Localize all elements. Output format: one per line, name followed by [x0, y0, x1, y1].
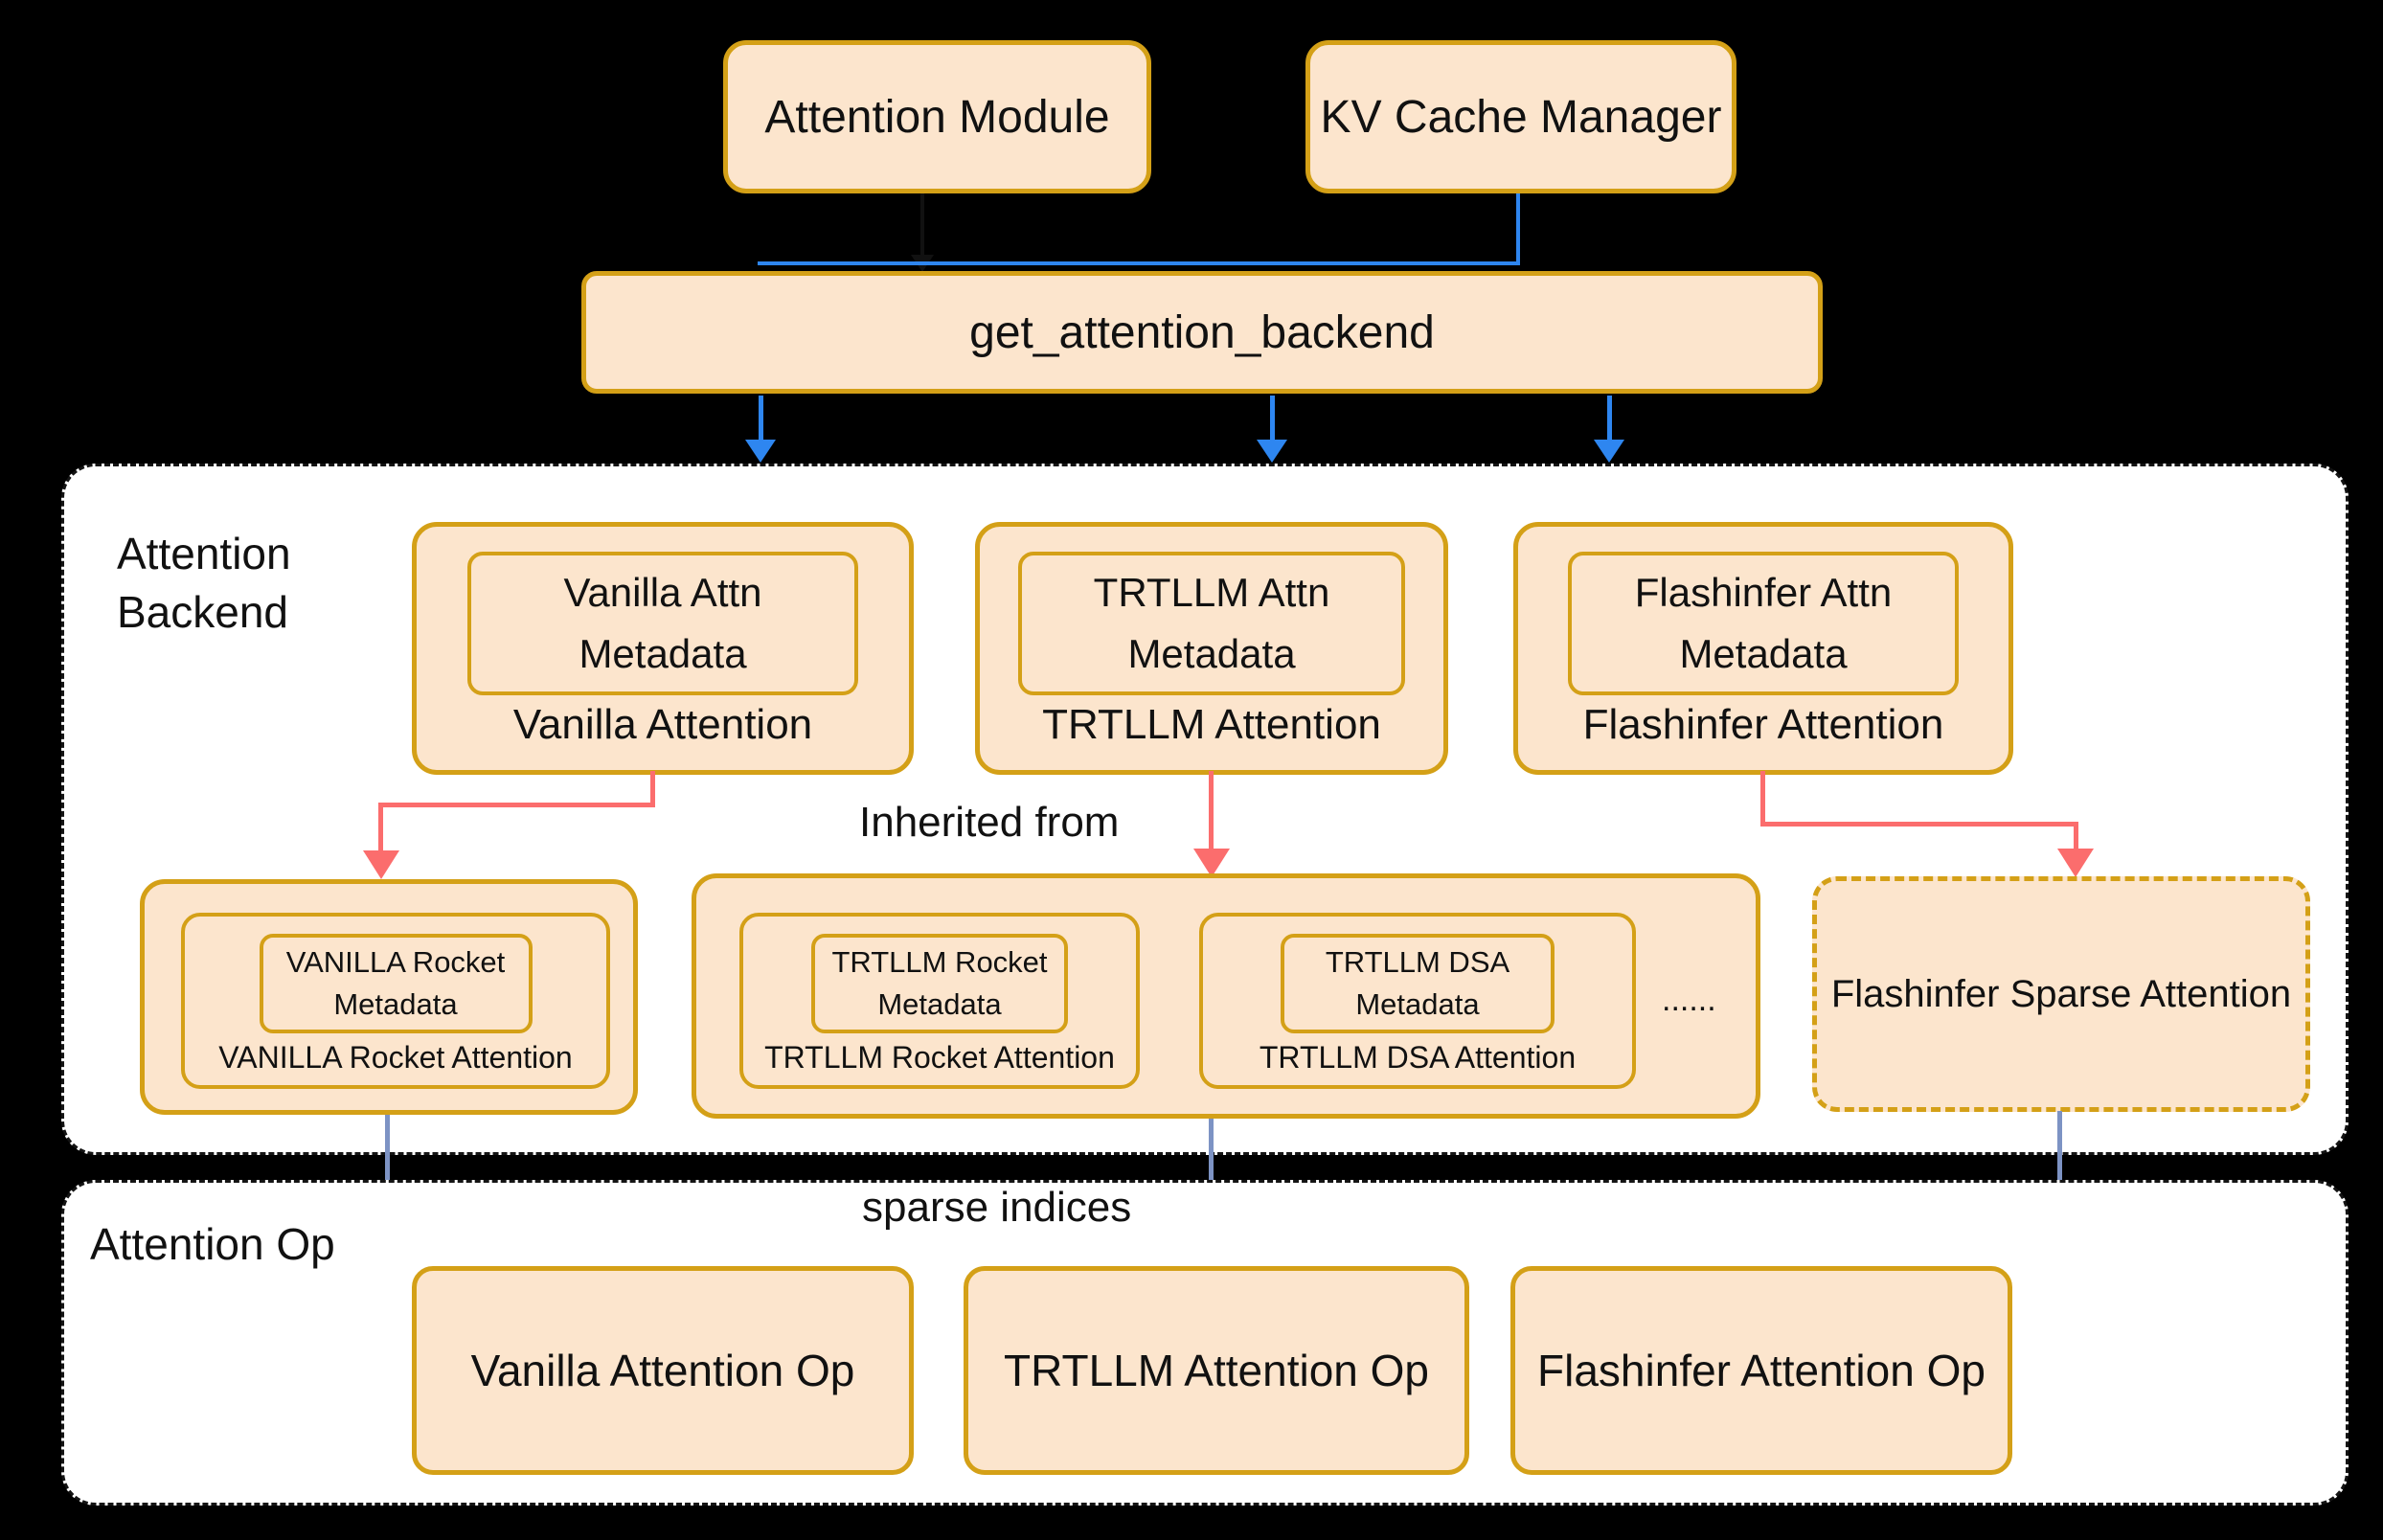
flashinfer-sparse-attention-box: Flashinfer Sparse Attention	[1812, 876, 2310, 1112]
trtllm-rocket-metadata-box: TRTLLM Rocket Metadata	[811, 934, 1068, 1033]
inherit-trtllm-stem	[1209, 771, 1214, 852]
trtllm-attention-box: TRTLLM Attn Metadata TRTLLM Attention	[975, 522, 1448, 775]
kv-cache-connector-elbow	[758, 261, 1520, 265]
arrow-to-trtllm-backend-stem	[1270, 396, 1275, 442]
trtllm-dsa-attention-label: TRTLLM DSA Attention	[1259, 1040, 1577, 1075]
inherit-vanilla-stem1	[650, 771, 655, 807]
vanilla-attn-metadata-line2: Metadata	[579, 630, 747, 676]
trtllm-attention-label: TRTLLM Attention	[1042, 701, 1381, 748]
trtllm-dsa-metadata-box: TRTLLM DSA Metadata	[1281, 934, 1555, 1033]
inherit-flashinfer-stem1	[1760, 771, 1765, 827]
attention-module-box: Attention Module	[723, 40, 1151, 193]
kv-cache-connector-stem	[1516, 193, 1520, 265]
vanilla-attn-metadata-line1: Vanilla Attn	[563, 570, 762, 616]
sparse-indices-label: sparse indices	[862, 1184, 1132, 1231]
attention-backend-title-line1: Attention	[117, 529, 291, 578]
flashinfer-attention-op-box: Flashinfer Attention Op	[1510, 1266, 2012, 1475]
vanilla-attention-box: Vanilla Attn Metadata Vanilla Attention	[412, 522, 914, 775]
arrow-to-vanilla-backend-stem	[759, 396, 763, 442]
kv-cache-manager-box: KV Cache Manager	[1305, 40, 1736, 193]
inherit-flashinfer-arrowhead-icon	[2057, 849, 2094, 877]
trtllm-dsa-metadata-line2: Metadata	[1355, 987, 1480, 1021]
vanilla-attention-op-label: Vanilla Attention Op	[470, 1346, 855, 1395]
attention-backend-title: Attention Backend	[117, 525, 291, 641]
flashinfer-attention-op-label: Flashinfer Attention Op	[1537, 1346, 1986, 1395]
attention-backend-title-line2: Backend	[117, 586, 289, 637]
trtllm-attention-op-label: TRTLLM Attention Op	[1003, 1346, 1430, 1395]
vanilla-rocket-metadata-box: VANILLA Rocket Metadata	[259, 934, 533, 1033]
inherit-flashinfer-stem2	[2074, 822, 2078, 852]
inherit-flashinfer-elbow	[1760, 822, 2078, 827]
get-attention-backend-box: get_attention_backend	[581, 271, 1823, 394]
trtllm-attn-metadata-line1: TRTLLM Attn	[1093, 570, 1330, 616]
inherited-from-label: Inherited from	[859, 799, 1120, 846]
arrow-to-trtllm-backend-head-icon	[1257, 440, 1287, 463]
attention-op-title: Attention Op	[90, 1219, 335, 1269]
vanilla-attn-metadata-box: Vanilla Attn Metadata	[467, 552, 858, 695]
attention-module-label: Attention Module	[764, 91, 1110, 143]
get-attention-backend-label: get_attention_backend	[969, 306, 1435, 358]
trtllm-rocket-attention-label: TRTLLM Rocket Attention	[764, 1040, 1115, 1075]
vanilla-attention-label: Vanilla Attention	[512, 701, 813, 748]
trtllm-dsa-metadata-line1: TRTLLM DSA	[1325, 945, 1510, 979]
trtllm-rocket-attention-box: TRTLLM Rocket Metadata TRTLLM Rocket Att…	[739, 913, 1140, 1089]
vanilla-rocket-group-box: VANILLA Rocket Metadata VANILLA Rocket A…	[140, 879, 638, 1115]
op-flashinfer-stem1	[2057, 1111, 2062, 1190]
flashinfer-attention-box: Flashinfer Attn Metadata Flashinfer Atte…	[1513, 522, 2013, 775]
kv-cache-manager-label: KV Cache Manager	[1320, 91, 1722, 143]
vanilla-rocket-attention-label: VANILLA Rocket Attention	[218, 1040, 573, 1075]
flashinfer-attention-label: Flashinfer Attention	[1582, 701, 1944, 748]
trtllm-derived-group-box: TRTLLM Rocket Metadata TRTLLM Rocket Att…	[692, 873, 1760, 1119]
vanilla-rocket-metadata-line2: Metadata	[333, 987, 458, 1021]
trtllm-dsa-attention-box: TRTLLM DSA Metadata TRTLLM DSA Attention	[1199, 913, 1636, 1089]
arrow-to-vanilla-backend-head-icon	[745, 440, 776, 463]
inherit-vanilla-stem2	[378, 803, 383, 852]
flashinfer-sparse-attention-label: Flashinfer Sparse Attention	[1830, 972, 2292, 1015]
trtllm-attention-op-box: TRTLLM Attention Op	[964, 1266, 1469, 1475]
inherit-vanilla-elbow	[378, 803, 655, 807]
trtllm-more-backends-ellipsis: ......	[1662, 982, 1716, 1018]
trtllm-attn-metadata-box: TRTLLM Attn Metadata	[1018, 552, 1405, 695]
arrow-to-flashinfer-backend-stem	[1607, 396, 1612, 442]
vanilla-rocket-attention-box: VANILLA Rocket Metadata VANILLA Rocket A…	[181, 913, 610, 1089]
trtllm-rocket-metadata-line1: TRTLLM Rocket	[831, 945, 1048, 979]
op-vanilla-stem1	[385, 1115, 390, 1194]
inherit-vanilla-arrowhead-icon	[363, 850, 399, 879]
trtllm-rocket-metadata-line2: Metadata	[877, 987, 1002, 1021]
arrow-to-flashinfer-backend-head-icon	[1594, 440, 1624, 463]
vanilla-rocket-metadata-line1: VANILLA Rocket	[285, 945, 506, 979]
vanilla-attention-op-box: Vanilla Attention Op	[412, 1266, 914, 1475]
flashinfer-attn-metadata-line1: Flashinfer Attn	[1634, 570, 1893, 616]
inherit-trtllm-arrowhead-icon	[1193, 849, 1230, 877]
attention-module-connector-stem	[920, 193, 924, 255]
flashinfer-attn-metadata-box: Flashinfer Attn Metadata	[1568, 552, 1959, 695]
trtllm-attn-metadata-line2: Metadata	[1127, 630, 1296, 676]
flashinfer-attn-metadata-line2: Metadata	[1679, 630, 1848, 676]
